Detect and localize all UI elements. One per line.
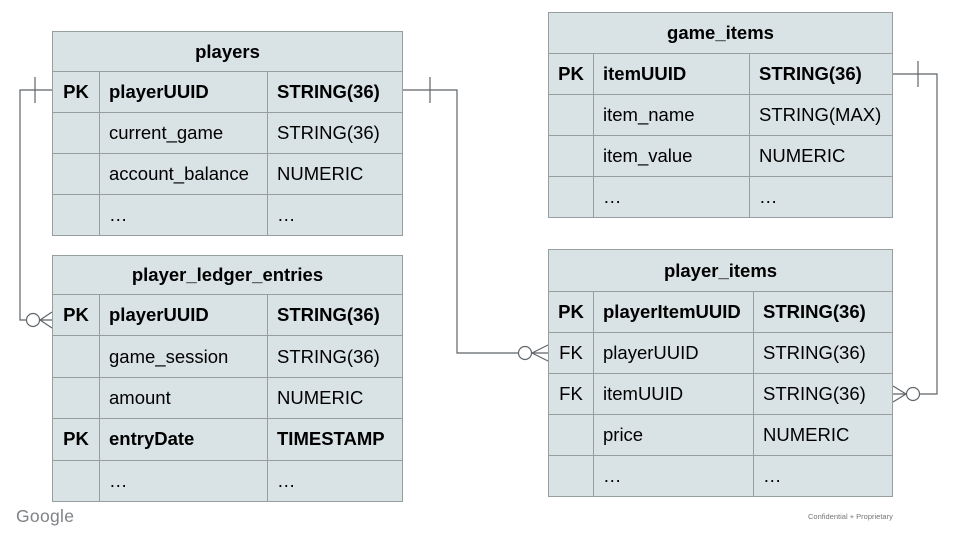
table-row: game_session STRING(36) [53, 335, 402, 377]
relationship-game-items-to-player-items [892, 61, 938, 403]
field-type-cell: STRING(36) [759, 63, 862, 84]
field-name-cell: itemUUID [594, 374, 754, 414]
field-type-cell: STRING(36) [277, 81, 380, 102]
field-name-cell: playerUUID [594, 333, 754, 373]
relationship-line [893, 73, 938, 395]
key-cell [53, 460, 100, 502]
many-marker [39, 311, 53, 329]
field-name-cell: item_name [594, 95, 750, 135]
field-name-cell: playerItemUUID [594, 292, 754, 332]
zero-marker [905, 386, 921, 402]
table-row: item_name STRING(MAX) [549, 94, 892, 135]
key-cell [549, 177, 594, 217]
field-name-cell: … [594, 456, 754, 496]
key-cell: PK [53, 419, 100, 460]
table-title: players [53, 32, 402, 72]
zero-marker [25, 312, 41, 328]
table-row: PK playerUUID STRING(36) [53, 295, 402, 336]
field-name-cell: amount [100, 377, 268, 419]
table-row: … … [53, 194, 402, 235]
key-cell: FK [549, 333, 594, 373]
entity-table-player-ledger-entries: player_ledger_entries PK playerUUID STRI… [52, 255, 403, 502]
field-type-cell: … [763, 465, 782, 486]
field-name-cell: playerUUID [100, 295, 268, 336]
field-type-cell: STRING(36) [277, 122, 380, 143]
confidential-footnote: Confidential + Proprietary [808, 512, 893, 521]
field-name-cell: … [100, 195, 268, 235]
key-cell: PK [549, 54, 594, 94]
table-title: game_items [549, 13, 892, 54]
relationship-line [19, 89, 52, 321]
key-cell [53, 195, 100, 235]
field-name-cell: itemUUID [594, 54, 750, 94]
field-type-cell: TIMESTAMP [277, 428, 385, 450]
field-type-cell: STRING(36) [763, 342, 866, 363]
table-row: PK itemUUID STRING(36) [549, 54, 892, 94]
table-title: player_ledger_entries [53, 256, 402, 295]
key-cell [53, 336, 100, 377]
field-type-cell: … [277, 469, 296, 491]
field-name-cell: current_game [100, 113, 268, 153]
key-cell: PK [53, 72, 100, 112]
field-type-cell: NUMERIC [763, 424, 850, 445]
table-row: amount NUMERIC [53, 376, 402, 419]
key-cell [53, 113, 100, 153]
key-cell [549, 456, 594, 496]
field-name-cell: price [594, 415, 754, 455]
many-marker [892, 385, 907, 403]
field-type-cell: NUMERIC [759, 145, 846, 166]
table-row: PK playerItemUUID STRING(36) [549, 292, 892, 332]
table-row: account_balance NUMERIC [53, 153, 402, 194]
table-row: … … [549, 176, 892, 217]
entity-table-game-items: game_items PK itemUUID STRING(36) item_n… [548, 12, 893, 218]
entity-table-players: players PK playerUUID STRING(36) current… [52, 31, 403, 236]
field-name-cell: entryDate [100, 419, 268, 460]
google-logo: Google [16, 506, 75, 526]
table-rows: PK playerUUID STRING(36) current_game ST… [53, 72, 402, 235]
field-type-cell: NUMERIC [277, 163, 364, 184]
table-row: FK playerUUID STRING(36) [549, 332, 892, 373]
field-name-cell: playerUUID [100, 72, 268, 112]
table-row: item_value NUMERIC [549, 135, 892, 176]
table-row: price NUMERIC [549, 414, 892, 455]
field-name-cell: … [100, 460, 268, 502]
table-row: PK entryDate TIMESTAMP [53, 418, 402, 460]
field-type-cell: … [277, 204, 296, 225]
field-name-cell: game_session [100, 336, 268, 377]
table-row: FK itemUUID STRING(36) [549, 373, 892, 414]
field-name-cell: … [594, 177, 750, 217]
key-cell [53, 377, 100, 419]
relationship-line [403, 89, 518, 354]
key-cell: PK [549, 292, 594, 332]
field-type-cell: STRING(36) [277, 304, 380, 326]
many-marker [531, 344, 549, 362]
key-cell: FK [549, 374, 594, 414]
field-type-cell: STRING(36) [763, 383, 866, 404]
table-title: player_items [549, 250, 892, 292]
field-name-cell: item_value [594, 136, 750, 176]
zero-marker [517, 345, 533, 361]
table-row: current_game STRING(36) [53, 112, 402, 153]
field-type-cell: NUMERIC [277, 387, 364, 409]
key-cell [549, 136, 594, 176]
table-rows: PK itemUUID STRING(36) item_name STRING(… [549, 54, 892, 217]
field-type-cell: STRING(MAX) [759, 104, 882, 125]
table-rows: PK playerItemUUID STRING(36) FK playerUU… [549, 292, 892, 496]
table-row: … … [549, 455, 892, 496]
field-name-cell: account_balance [100, 154, 268, 194]
key-cell: PK [53, 295, 100, 336]
table-row: … … [53, 459, 402, 502]
field-type-cell: STRING(36) [277, 345, 380, 367]
key-cell [549, 95, 594, 135]
entity-table-player-items: player_items PK playerItemUUID STRING(36… [548, 249, 893, 497]
key-cell [53, 154, 100, 194]
table-row: PK playerUUID STRING(36) [53, 72, 402, 112]
field-type-cell: … [759, 186, 778, 207]
relationship-players-to-ledger [19, 77, 53, 329]
field-type-cell: STRING(36) [763, 301, 866, 322]
relationship-players-to-player-items [403, 77, 549, 362]
key-cell [549, 415, 594, 455]
table-rows: PK playerUUID STRING(36) game_session ST… [53, 295, 402, 502]
